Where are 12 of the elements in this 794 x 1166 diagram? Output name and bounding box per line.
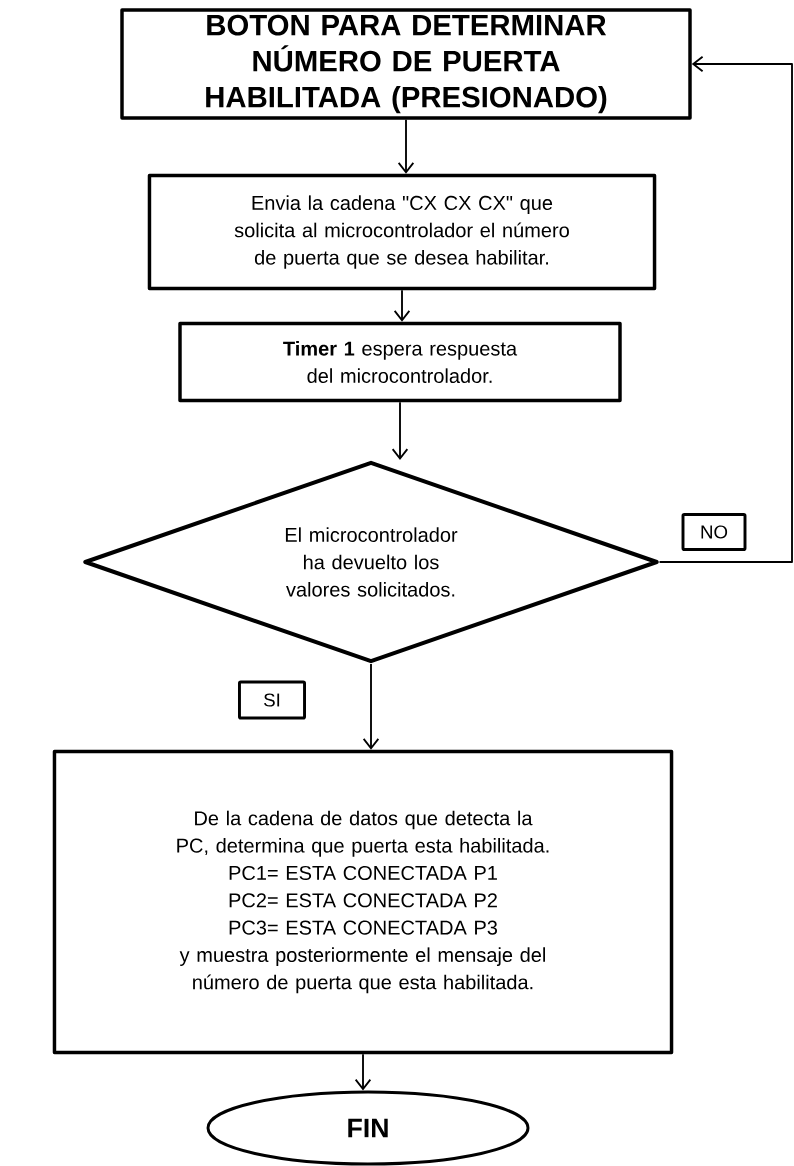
label-box: SI — [238, 680, 306, 720]
arrow — [393, 289, 411, 322]
arrow — [354, 1053, 372, 1091]
process-box: BOTON PARA DETERMINAR NÚMERO DE PUERTA HABILITADA (PRESIONADO) — [120, 8, 692, 120]
label-box: NO — [681, 513, 747, 551]
process-box: De la cadena de datos que detecta la PC, determina que puerta esta habilitada. PC1= ESTA CONECTADA P1 PC2= ESTA CONECTADA P2 PC3= ESTA CONECTADA P3 y muestra posteriormente el mensaje del número de puerta que esta habilitada. — [52, 749, 674, 1055]
process-box: Timer 1 espera respuesta del microcontrolador. — [178, 321, 622, 403]
process-box: Envia la cadena "CX CX CX" que solicita al microcontrolador el número de puerta que se desea habilitar. — [147, 173, 657, 291]
arrow — [397, 118, 415, 174]
arrow — [658, 55, 793, 563]
arrow — [362, 663, 380, 750]
arrow — [391, 401, 409, 460]
